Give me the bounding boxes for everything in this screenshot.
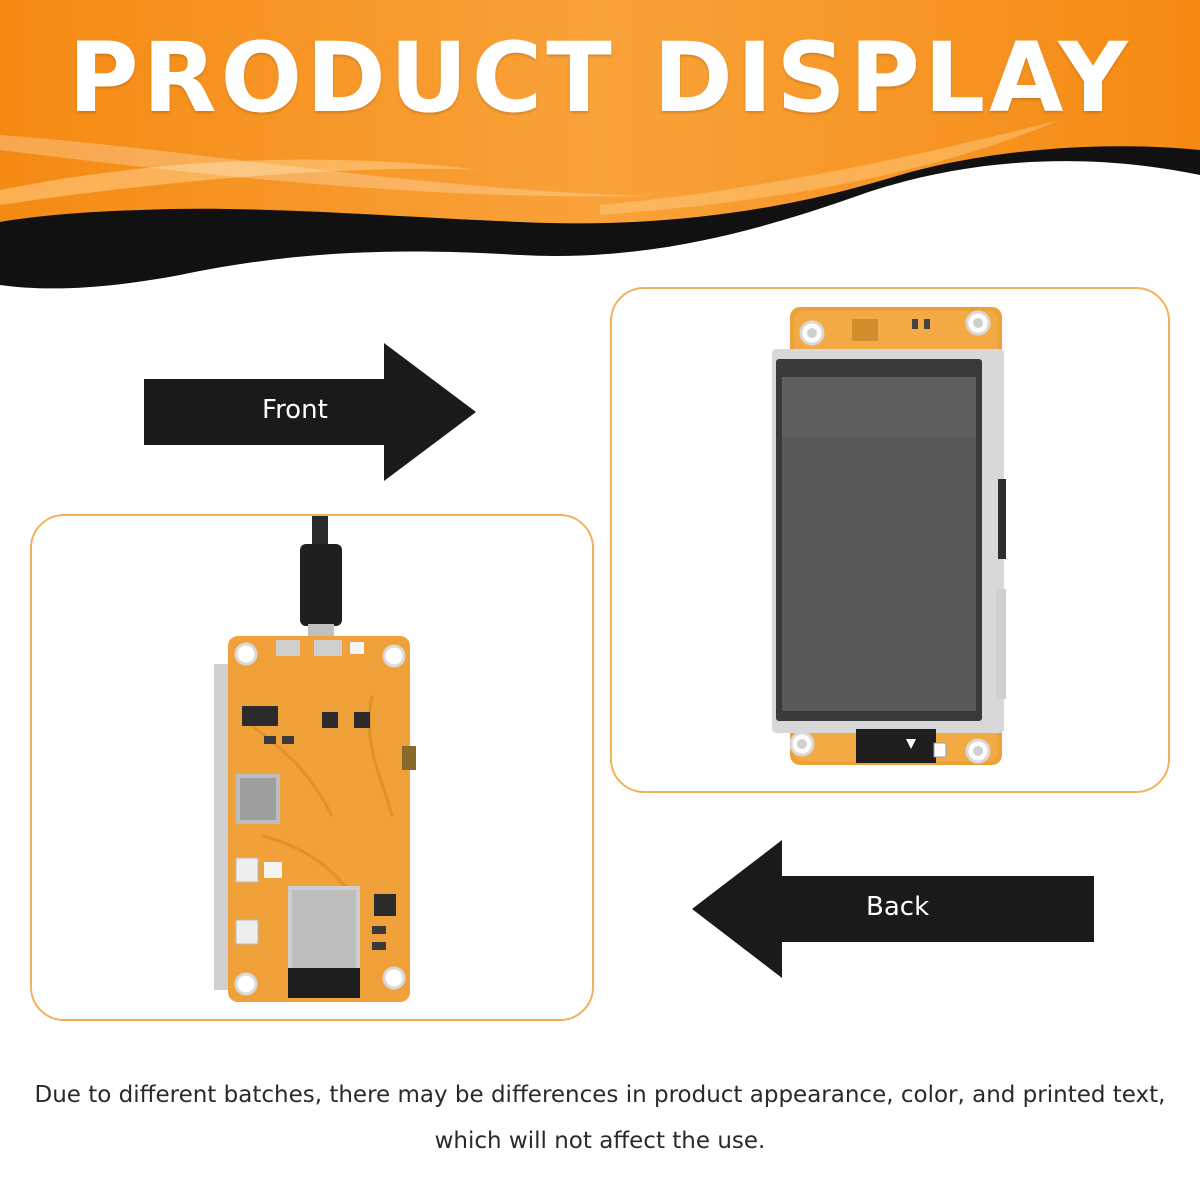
back-arrow: Back [692,840,1094,978]
page-title: PRODUCT DISPLAY [68,22,1132,134]
disclaimer-text: Due to different batches, there may be d… [34,1082,1166,1154]
back-view-panel [30,514,594,1021]
banner-wave-graphic [0,0,1200,289]
arrow-left-icon [692,840,1094,978]
front-label: Front [262,395,328,425]
front-view-panel [610,287,1170,793]
header-banner [0,0,1200,290]
front-arrow: Front [144,343,476,481]
arrow-right-icon [144,343,476,481]
display-module-back-image [214,516,416,1002]
back-label: Back [866,892,930,922]
display-module-front-image [772,307,1006,765]
